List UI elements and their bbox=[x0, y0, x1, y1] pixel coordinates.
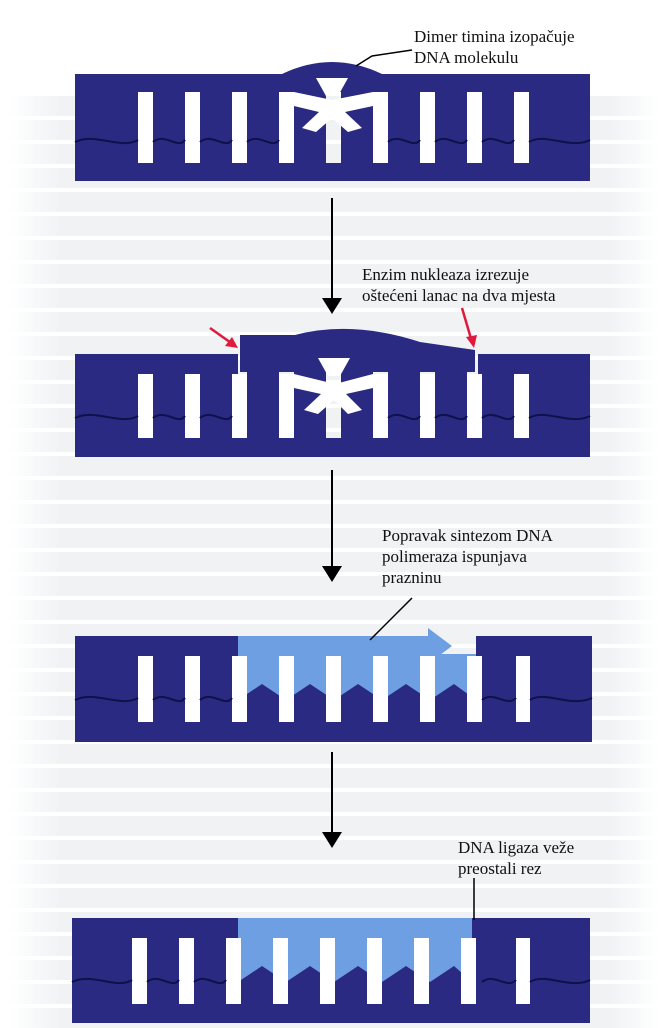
panel-thymine-dimer bbox=[75, 62, 590, 181]
excised-segment bbox=[240, 329, 475, 372]
leader-line-polymerase bbox=[370, 598, 412, 640]
dna-top-strand-right bbox=[472, 918, 590, 938]
panel-ligase-seal bbox=[72, 918, 590, 1023]
dna-top-strand-right bbox=[476, 636, 592, 656]
caption-line: Enzim nukleaza izrezuje bbox=[362, 264, 556, 285]
caption-nuclease-excision: Enzim nukleaza izrezuje oštećeni lanac n… bbox=[362, 264, 556, 306]
caption-line: prazninu bbox=[382, 567, 553, 588]
cut-arrow-right-head bbox=[466, 335, 477, 348]
dna-bottom-strand bbox=[75, 438, 590, 457]
caption-line: preostali rez bbox=[458, 858, 574, 879]
leader-line-dimer bbox=[356, 50, 412, 66]
dna-top-strand-left bbox=[75, 636, 238, 656]
base-pairs bbox=[138, 374, 529, 438]
base-pairs bbox=[138, 656, 530, 722]
caption-ligase-seal: DNA ligaza veže preostali rez bbox=[458, 837, 574, 879]
caption-thymine-dimer: Dimer timina izopačuje DNA molekulu bbox=[414, 26, 575, 68]
caption-line: oštećeni lanac na dva mjesta bbox=[362, 285, 556, 306]
caption-line: polimeraza ispunjava bbox=[382, 546, 553, 567]
dna-top-strand-right bbox=[478, 354, 590, 374]
dna-bottom-strand bbox=[75, 722, 592, 742]
caption-line: Popravak sintezom DNA bbox=[382, 525, 553, 546]
base-pairs bbox=[132, 938, 530, 1004]
dna-bottom-strand bbox=[72, 1004, 590, 1023]
caption-line: DNA molekulu bbox=[414, 47, 575, 68]
panel-polymerase-repair bbox=[75, 628, 592, 742]
new-dna-strand bbox=[238, 918, 472, 938]
dna-top-strand-left bbox=[72, 918, 238, 938]
caption-polymerase-repair: Popravak sintezom DNA polimeraza ispunja… bbox=[382, 525, 553, 588]
caption-line: DNA ligaza veže bbox=[458, 837, 574, 858]
caption-line: Dimer timina izopačuje bbox=[414, 26, 575, 47]
panel-nuclease-excision bbox=[75, 308, 590, 457]
dna-bottom-strand bbox=[75, 163, 590, 181]
dna-top-strand-left bbox=[75, 354, 238, 374]
